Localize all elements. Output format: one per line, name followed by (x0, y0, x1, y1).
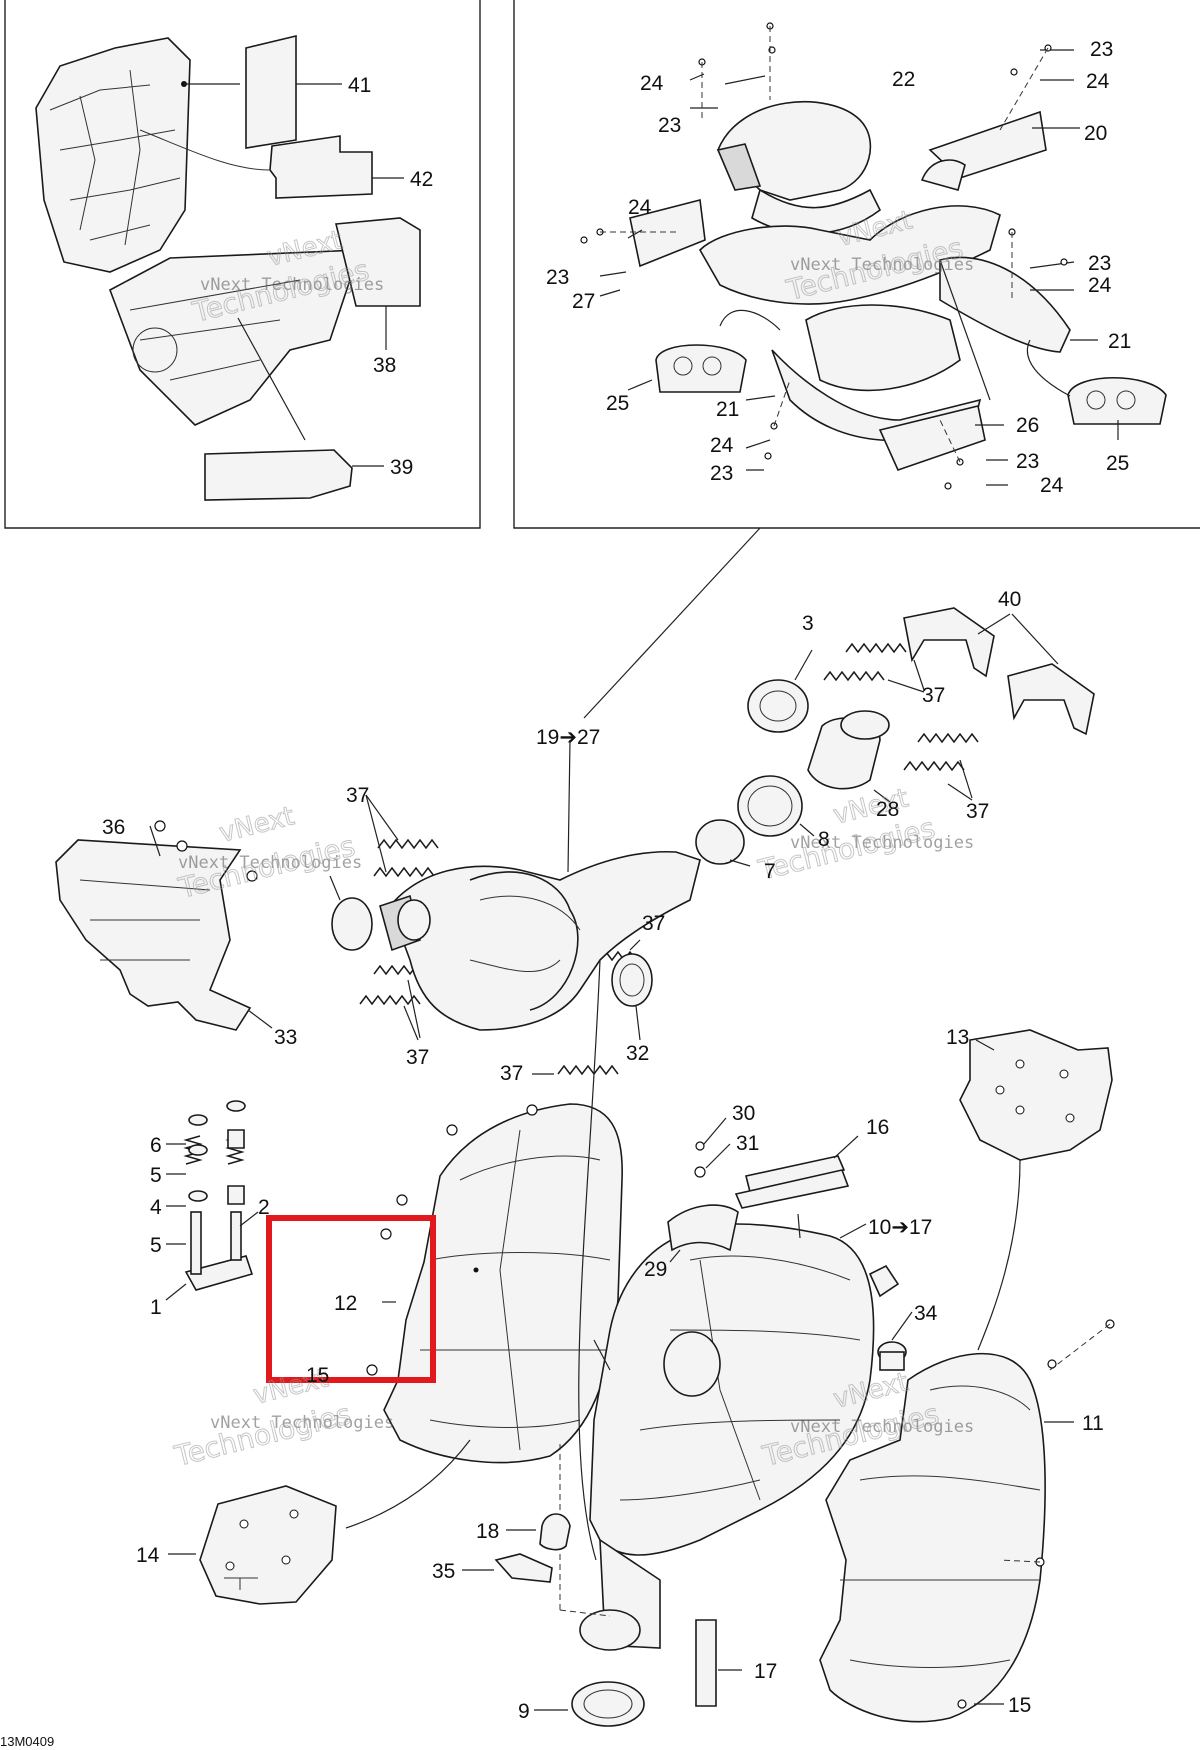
label-10-17: 10➔17 (868, 1216, 932, 1239)
drawing-id: 13M0409 (0, 1734, 54, 1749)
label-37b: 37 (966, 800, 989, 823)
label-24d: 24 (1088, 274, 1112, 297)
label-34: 34 (914, 1302, 938, 1325)
label-25b: 25 (1106, 452, 1129, 475)
label-24e: 24 (710, 434, 734, 457)
label-28: 28 (876, 798, 899, 821)
label-6: 6 (150, 1134, 162, 1157)
label-14: 14 (136, 1544, 160, 1567)
label-15b: 15 (1008, 1694, 1031, 1717)
label-32: 32 (626, 1042, 649, 1065)
label-15a: 15 (306, 1364, 329, 1387)
label-37d: 37 (642, 912, 665, 935)
label-40: 40 (998, 588, 1021, 611)
label-33: 33 (274, 1026, 297, 1049)
label-4: 4 (150, 1196, 162, 1219)
inset-top-left: 41 42 38 39 (4, 0, 481, 529)
label-11: 11 (1082, 1412, 1104, 1435)
inset-top-right: 24 23 22 23 24 20 24 23 27 23 24 21 25 2… (513, 0, 1200, 529)
label-24b: 24 (1086, 70, 1110, 93)
svg-text:vNext Technologies: vNext Technologies (210, 1413, 394, 1433)
label-27: 27 (572, 290, 595, 313)
label-23c: 23 (546, 266, 569, 289)
label-21a: 21 (1108, 330, 1131, 353)
label-24c: 24 (628, 196, 652, 219)
label-22: 22 (892, 68, 915, 91)
label-21b: 21 (716, 398, 739, 421)
label-9: 9 (518, 1700, 530, 1723)
label-23a: 23 (658, 114, 681, 137)
label-20: 20 (1084, 122, 1107, 145)
label-23e: 23 (1016, 450, 1039, 473)
label-37e: 37 (406, 1046, 429, 1069)
label-7: 7 (764, 860, 776, 883)
label-24a: 24 (640, 72, 664, 95)
callout-labels: 3 40 37 19➔27 28 37 37 36 8 7 37 33 32 3… (102, 588, 1104, 1723)
label-5b: 5 (150, 1234, 162, 1257)
label-23b: 23 (1090, 38, 1113, 61)
svg-text:Technologies: Technologies (175, 829, 358, 905)
svg-text:vNext Technologies: vNext Technologies (200, 275, 384, 295)
label-5a: 5 (150, 1164, 162, 1187)
label-16: 16 (866, 1116, 889, 1139)
label-38: 38 (373, 354, 396, 377)
highlight-box (266, 1215, 436, 1383)
label-42: 42 (410, 168, 433, 191)
svg-text:vNext Technologies: vNext Technologies (790, 833, 974, 853)
label-41: 41 (348, 74, 371, 97)
label-3: 3 (802, 612, 814, 635)
label-30: 30 (732, 1102, 755, 1125)
label-13: 13 (946, 1026, 969, 1049)
label-24f: 24 (1040, 474, 1064, 497)
label-23d: 23 (1088, 252, 1111, 275)
main-assembly (55, 607, 1115, 1727)
label-8: 8 (818, 828, 830, 851)
label-25a: 25 (606, 392, 629, 415)
label-1: 1 (150, 1296, 162, 1319)
label-37a: 37 (922, 684, 945, 707)
label-31: 31 (736, 1132, 759, 1155)
svg-text:vNext Technologies: vNext Technologies (790, 255, 974, 275)
label-19-27: 19➔27 (536, 726, 600, 749)
label-37f: 37 (500, 1062, 523, 1085)
label-18: 18 (476, 1520, 499, 1543)
label-29: 29 (644, 1258, 667, 1281)
label-39: 39 (390, 456, 413, 479)
label-2: 2 (258, 1196, 270, 1219)
svg-text:vNext Technologies: vNext Technologies (790, 1417, 974, 1437)
label-26: 26 (1016, 414, 1039, 437)
label-12: 12 (334, 1292, 357, 1315)
svg-text:vNext Technologies: vNext Technologies (178, 853, 362, 873)
label-17: 17 (754, 1660, 777, 1683)
label-37c: 37 (346, 784, 369, 807)
label-23f: 23 (710, 462, 733, 485)
label-35: 35 (432, 1560, 455, 1583)
label-36: 36 (102, 816, 125, 839)
svg-text:vNext: vNext (216, 801, 297, 848)
